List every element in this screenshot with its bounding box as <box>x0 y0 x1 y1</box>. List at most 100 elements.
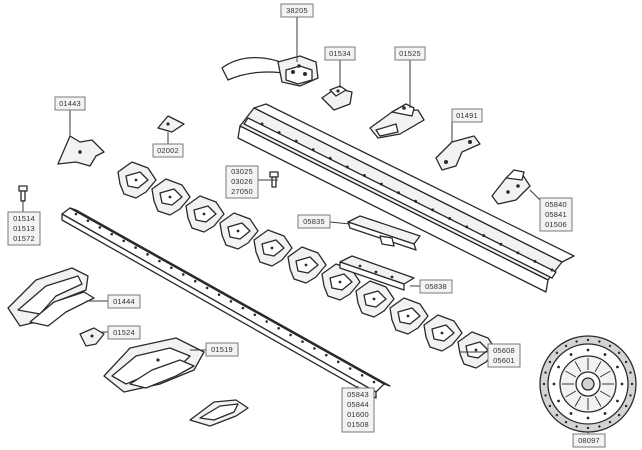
label-27050-text: 27050 <box>231 187 253 196</box>
label-05601-text: 05601 <box>493 356 515 365</box>
label-08097-text: 08097 <box>578 436 600 445</box>
label-01506-text: 01506 <box>545 220 567 229</box>
back-bar-hole <box>193 279 197 283</box>
label-08097: 08097 <box>572 433 606 448</box>
disc-outer-rivet <box>629 371 632 374</box>
part-01519-guard <box>103 337 205 393</box>
back-bar-hole <box>110 232 114 236</box>
disc-outer-rivet <box>586 338 590 342</box>
label-01491-text: 01491 <box>456 111 478 120</box>
disc-outer-rivet <box>555 413 559 417</box>
disc-spoke <box>565 370 577 378</box>
bar-hole <box>396 191 400 195</box>
knife-section-rivet <box>270 246 274 250</box>
label-01534-text: 01534 <box>329 49 351 58</box>
disc-outer-rivet <box>548 360 552 364</box>
knife-section-rivet <box>338 280 342 284</box>
label-01524-text: 01524 <box>113 328 135 337</box>
disc-spoke <box>594 395 602 407</box>
part-small-guard <box>189 399 249 427</box>
disc-spoke <box>599 370 611 378</box>
label-05840-group: 05840 05841 01506 <box>539 197 573 232</box>
bar-hole <box>328 156 332 160</box>
back-bar-hole <box>265 320 269 323</box>
disc-outer-rivet <box>575 425 578 428</box>
disc-outer-rivet <box>598 425 601 428</box>
bar-hole <box>345 165 349 169</box>
knife-section-rivet <box>134 178 138 182</box>
knife-section-rivet <box>474 348 478 352</box>
bar-hole <box>311 148 315 152</box>
disc-inner-rivet <box>616 365 619 369</box>
label-05841-text: 05841 <box>545 210 567 219</box>
label-03025-group: 03025 03026 27050 <box>225 165 259 199</box>
back-bar-hole <box>325 353 328 357</box>
bar-hole <box>516 251 520 255</box>
back-bar-hole <box>74 212 78 216</box>
disc-outer-rivet <box>555 351 559 355</box>
back-bar-hole <box>301 340 304 343</box>
disc-outer-rivet <box>598 340 601 343</box>
bar-hole <box>414 199 418 203</box>
part-01525-hold-down <box>369 103 425 139</box>
disc-outer-rivet <box>564 344 568 348</box>
disc-outer-rivet <box>548 404 552 408</box>
back-bar-hole <box>348 367 352 370</box>
back-bar-hole <box>313 347 316 350</box>
disc-outer-rivet <box>542 382 546 386</box>
part-knife-back-bar <box>61 207 391 399</box>
disc-spoke <box>574 395 582 407</box>
knife-section-rivet <box>304 263 308 267</box>
bar-hole <box>448 216 452 220</box>
bar-hole <box>277 131 281 135</box>
back-bar-hole <box>253 313 257 317</box>
label-01514-group: 01514 01513 01572 <box>7 211 41 246</box>
bar-hole <box>379 182 383 186</box>
label-01514-text: 01514 <box>13 214 35 223</box>
bar-hole <box>499 242 503 246</box>
part-03025-bolt <box>269 171 279 188</box>
knife-section-rivet <box>236 229 240 233</box>
knife-section-rivet <box>372 297 376 301</box>
back-bar-hole <box>146 253 149 256</box>
disc-outer-rivet <box>575 340 578 343</box>
label-01572-text: 01572 <box>13 234 35 243</box>
back-bar-hole <box>86 219 90 223</box>
disc-outer-rivet <box>608 344 612 348</box>
label-05844-text: 05844 <box>347 400 369 409</box>
knife-section-assembly <box>117 161 497 369</box>
disc-outer-rivet <box>624 404 628 408</box>
knife-section-rivet <box>406 314 410 318</box>
label-05838: 05838 <box>419 279 453 294</box>
back-bar-hole <box>336 360 340 364</box>
label-38205-text: 38205 <box>286 6 308 15</box>
label-01443: 01443 <box>54 96 86 111</box>
knife-section-rivet <box>168 195 172 199</box>
disc-outer-rivet <box>564 420 568 424</box>
part-01514-bolt <box>18 185 28 202</box>
part-38205-clamp <box>221 55 319 87</box>
label-01508-text: 01508 <box>347 420 369 429</box>
part-05840-bracket <box>491 169 531 205</box>
disc-outer-rivet <box>617 351 621 355</box>
disc-inner-rivet <box>616 399 619 403</box>
label-05843-text: 05843 <box>347 390 369 399</box>
label-02002-text: 02002 <box>157 146 179 155</box>
disc-inner-rivet <box>557 365 560 369</box>
label-01513-text: 01513 <box>13 224 35 233</box>
back-bar-hole <box>134 246 137 249</box>
label-05835-text: 05835 <box>303 217 325 226</box>
label-05608-text: 05608 <box>493 346 515 355</box>
back-bar-hole <box>229 300 233 303</box>
disc-outer-rivet <box>624 360 628 364</box>
disc-inner-rivet <box>552 382 556 386</box>
disc-inner-rivet <box>557 399 560 403</box>
label-05838-text: 05838 <box>425 282 447 291</box>
disc-inner-rivet <box>569 353 573 356</box>
label-03025-text: 03025 <box>231 167 253 176</box>
disc-inner-rivet <box>586 416 590 420</box>
disc-outer-rivet <box>586 426 590 430</box>
bar-hole <box>533 259 537 263</box>
disc-outer-rivet <box>617 413 621 417</box>
